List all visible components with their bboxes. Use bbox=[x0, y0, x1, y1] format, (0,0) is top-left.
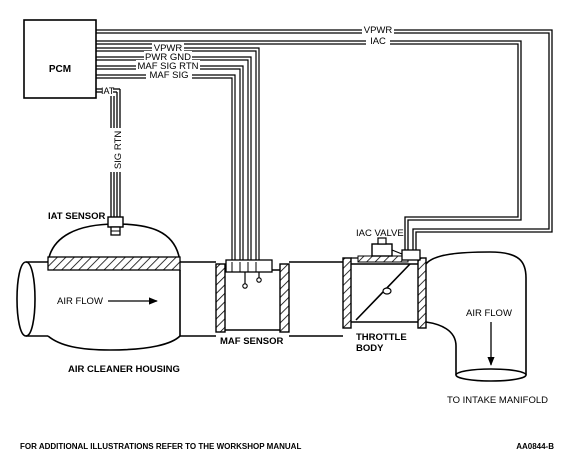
air-cleaner-housing-label: AIR CLEANER HOUSING bbox=[68, 364, 180, 375]
air-flow-arrow-left: AIR FLOW bbox=[57, 296, 158, 307]
wire-label-vpwr-maf: VPWR bbox=[154, 43, 183, 54]
air-flow-arrow-right: AIR FLOW bbox=[466, 308, 512, 366]
air-flow-label-left: AIR FLOW bbox=[57, 296, 103, 307]
maf-sensor bbox=[215, 259, 290, 333]
wire-iac: IAC bbox=[96, 35, 522, 252]
intake-manifold-label: TO INTAKE MANIFOLD bbox=[447, 395, 548, 406]
intake-duct bbox=[289, 261, 343, 337]
maf-sensor-label: MAF SENSOR bbox=[220, 336, 283, 347]
intake-elbow bbox=[425, 251, 527, 382]
iac-valve bbox=[371, 237, 421, 261]
air-flow-label-right: AIR FLOW bbox=[466, 308, 512, 319]
wire-label-maf-sig-rtn: MAF SIG RTN bbox=[137, 61, 198, 72]
air-cleaner-housing bbox=[16, 223, 216, 351]
pcm-module: PCM bbox=[23, 19, 97, 99]
throttle-body bbox=[342, 255, 427, 329]
wire-label-vpwr-top: VPWR bbox=[364, 25, 393, 36]
wire-maf-sig: MAF SIG bbox=[96, 69, 236, 262]
wire-vpwr-top: VPWR bbox=[96, 24, 553, 252]
throttle-body-label-line2: BODY bbox=[356, 343, 384, 354]
wire-sig-rtn: SIG RTN bbox=[107, 96, 127, 218]
wire-label-pwr-gnd: PWR GND bbox=[145, 52, 191, 63]
wire-label-sig-rtn: SIG RTN bbox=[113, 131, 124, 169]
wire-label-maf-sig: MAF SIG bbox=[149, 70, 188, 81]
footer-note: FOR ADDITIONAL ILLUSTRATIONS REFER TO TH… bbox=[20, 442, 301, 451]
pcm-label: PCM bbox=[49, 64, 71, 75]
iat-sensor bbox=[107, 216, 124, 236]
wire-label-iat: IAT bbox=[101, 86, 115, 96]
iac-valve-label: IAC VALVE bbox=[356, 228, 404, 239]
throttle-body-label-line1: THROTTLE bbox=[356, 332, 407, 343]
figure-id: AA0844-B bbox=[516, 442, 554, 451]
iat-sensor-label: IAT SENSOR bbox=[48, 211, 105, 222]
wire-label-iac: IAC bbox=[370, 36, 386, 47]
